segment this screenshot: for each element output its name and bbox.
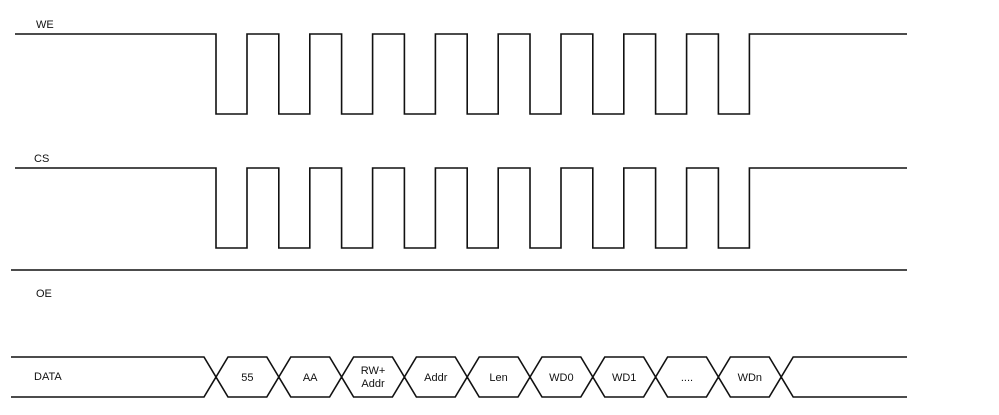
cs-waveform: [15, 167, 907, 249]
signal-label-oe: OE: [36, 288, 52, 300]
data-segment-label: RW+Addr: [361, 365, 386, 390]
data-segment-label: AA: [303, 372, 318, 384]
data-segment-label: WDn: [738, 372, 762, 384]
data-segment-label: 55: [241, 372, 253, 384]
data-bus: 55 AA RW+Addr Addr Len WD0 WD1.... WDn: [11, 356, 907, 398]
data-segment-label: WD0: [549, 372, 573, 384]
data-segment-label: Len: [489, 372, 507, 384]
signal-label-we: WE: [36, 19, 54, 31]
data-segment-label: ....: [681, 372, 693, 384]
signal-label-data: DATA: [34, 371, 62, 383]
data-segment-label: WD1: [612, 372, 636, 384]
data-segment-label: Addr: [424, 372, 448, 384]
signal-label-cs: CS: [34, 153, 49, 165]
data-bus-outline: [11, 356, 907, 398]
we-waveform: [15, 33, 907, 115]
